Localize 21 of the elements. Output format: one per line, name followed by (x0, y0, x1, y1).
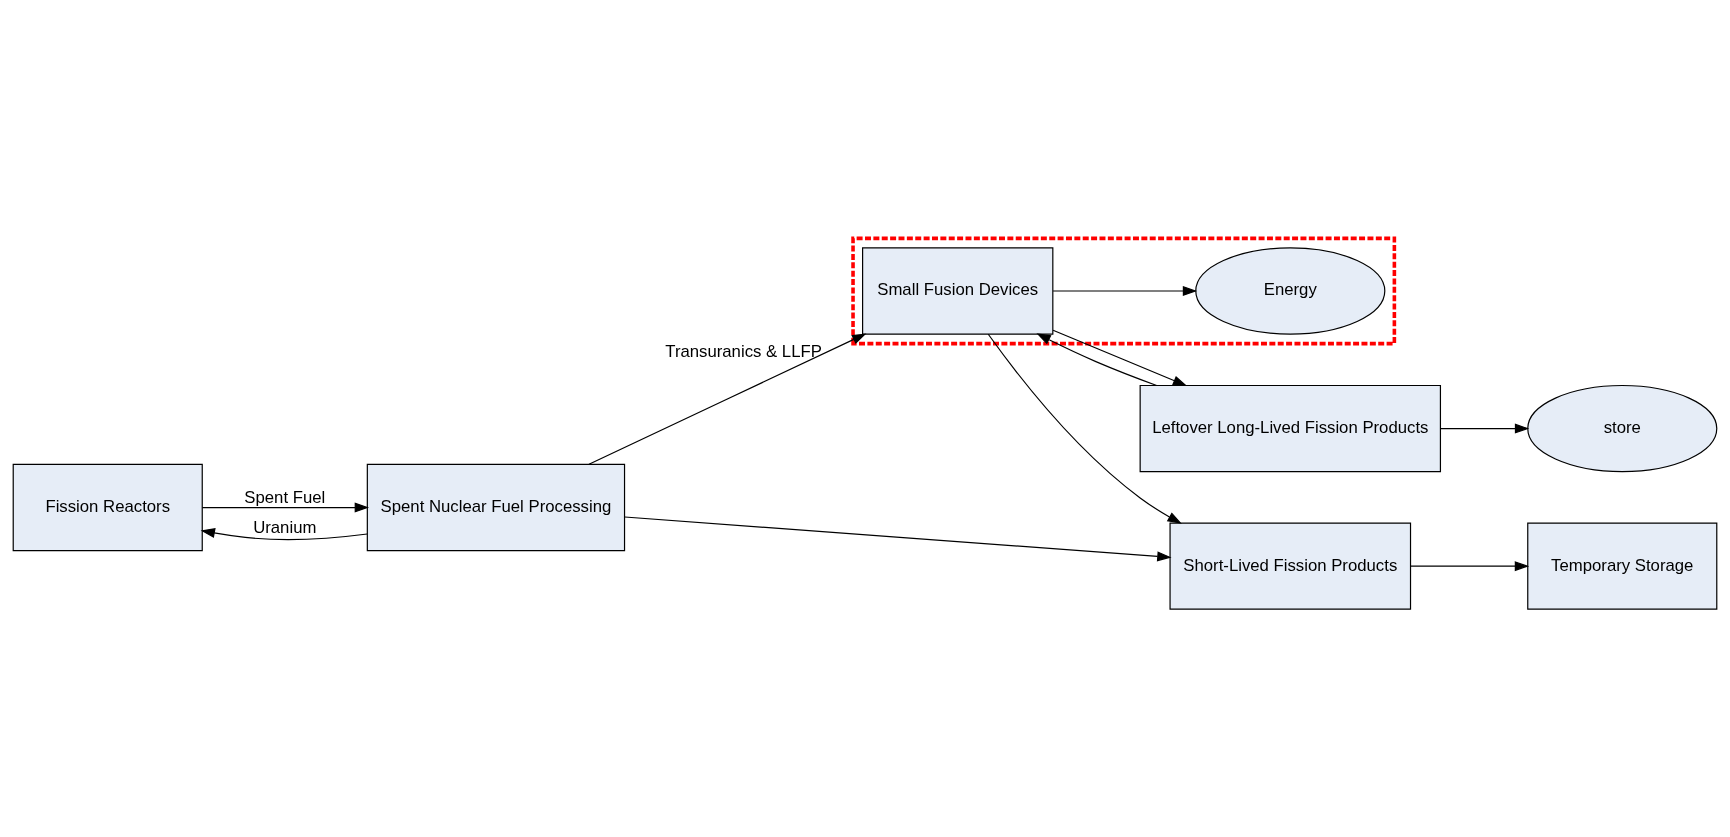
edge-label: Transuranics & LLFP (665, 341, 822, 361)
edge-label: Uranium (253, 517, 317, 537)
arrow (201, 502, 370, 513)
node-ellipse: store (1527, 384, 1718, 472)
arrow (1052, 285, 1198, 296)
node-box: Fission Reactors (12, 463, 203, 551)
node-box: Spent Nuclear Fuel Processing (366, 463, 626, 551)
edge-label: Spent Fuel (244, 487, 326, 507)
arrow (1410, 560, 1530, 571)
node-box: Small Fusion Devices (862, 246, 1054, 335)
arrow (1036, 332, 1158, 386)
node-box: Temporary Storage (1527, 522, 1718, 610)
arrow (987, 333, 1182, 524)
arrow (200, 527, 368, 540)
arrow (624, 515, 1172, 561)
arrow (588, 332, 867, 465)
node-box: Short-Lived Fission Products (1169, 522, 1412, 610)
arrow (1440, 423, 1530, 434)
node-ellipse: Energy (1195, 246, 1386, 335)
node-box: Leftover Long-Lived Fission Products (1139, 384, 1442, 472)
arrow (1052, 329, 1188, 386)
